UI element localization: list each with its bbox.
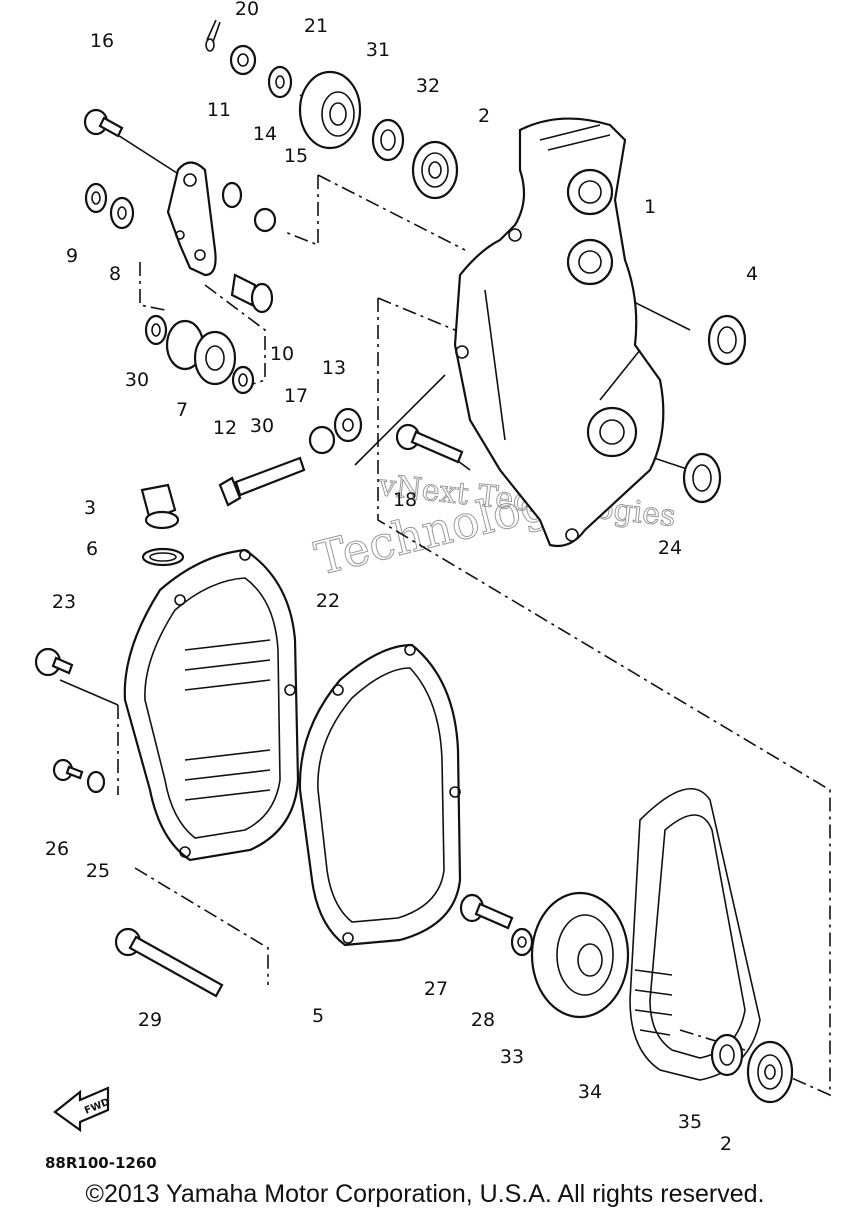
part-label: 28 xyxy=(471,1009,495,1031)
part-label: 23 xyxy=(52,591,76,613)
part-label: 9 xyxy=(66,245,78,267)
part-33-sprocket xyxy=(530,891,630,1019)
part-label: 15 xyxy=(284,145,308,167)
part-14-collar xyxy=(221,181,243,209)
part-28-washer xyxy=(510,927,534,957)
part-29-bolt xyxy=(114,927,224,998)
cotter-pin xyxy=(205,19,221,52)
part-24-oil-seal xyxy=(682,452,722,504)
part-label: 32 xyxy=(416,75,440,97)
part-13-washer xyxy=(333,407,363,443)
part-label: 26 xyxy=(45,838,69,860)
part-label: 5 xyxy=(312,1005,324,1027)
exploded-parts-diagram: vNext Technologies Technologies xyxy=(34,0,831,1170)
part-16-bolt xyxy=(83,108,124,138)
part-label: 2 xyxy=(720,1133,732,1155)
part-label: 18 xyxy=(393,489,417,511)
part-26-bolt xyxy=(52,758,84,782)
part-15-nut xyxy=(253,207,277,233)
part-label: 3 xyxy=(84,497,96,519)
part-23-bolt xyxy=(34,647,74,677)
part-12-bolt xyxy=(218,456,306,507)
part-34-chain xyxy=(629,788,761,1081)
part-label: 35 xyxy=(678,1111,702,1133)
part-label: 6 xyxy=(86,538,98,560)
part-1-main-case xyxy=(453,117,665,548)
part-35-collar xyxy=(710,1033,744,1077)
part-31-sprocket xyxy=(298,70,362,150)
part-label: 33 xyxy=(500,1046,524,1068)
part-label: 22 xyxy=(316,590,340,612)
part-label: 20 xyxy=(235,0,259,20)
part-17-nut xyxy=(308,425,336,455)
part-label: 2 xyxy=(478,105,490,127)
part-9-washer xyxy=(84,182,108,214)
part-label: 11 xyxy=(207,99,231,121)
part-label: 24 xyxy=(658,537,682,559)
part-25-washer xyxy=(86,770,106,794)
assembly-guide-lines xyxy=(117,174,831,1097)
fwd-arrow-icon: FWD xyxy=(53,1086,111,1133)
part-20-nut xyxy=(229,44,257,76)
part-label: 21 xyxy=(304,15,328,37)
part-label: 7 xyxy=(176,399,188,421)
part-label: 10 xyxy=(270,343,294,365)
part-label: 8 xyxy=(109,263,121,285)
part-label: 17 xyxy=(284,385,308,407)
part-label: 34 xyxy=(578,1081,602,1103)
part-label: 16 xyxy=(90,30,114,52)
part-30-washer xyxy=(144,314,168,346)
part-2-bearing xyxy=(746,1040,794,1104)
part-label: 12 xyxy=(213,417,237,439)
part-number-labels: 20 21 31 32 2 16 11 14 15 1 9 8 4 10 30 … xyxy=(45,0,758,1155)
part-label: 30 xyxy=(125,369,149,391)
part-label: 1 xyxy=(644,196,656,218)
part-label: 31 xyxy=(366,39,390,61)
part-label: 29 xyxy=(138,1009,162,1031)
part-label: 14 xyxy=(253,123,277,145)
part-7-bearing xyxy=(165,319,237,386)
part-6-o-ring xyxy=(141,547,185,567)
part-30-washer xyxy=(231,365,255,395)
part-label: 13 xyxy=(322,357,346,379)
part-21-washer xyxy=(267,65,293,99)
part-label: 27 xyxy=(424,978,448,1000)
part-label: 25 xyxy=(86,860,110,882)
part-label: 4 xyxy=(746,263,758,285)
part-11-bracket xyxy=(166,161,217,277)
part-27-bolt xyxy=(459,893,514,930)
part-4-oil-seal xyxy=(707,314,747,366)
part-5-gasket xyxy=(298,643,462,947)
part-22-chaincase-cover xyxy=(123,548,300,862)
part-10-pin xyxy=(230,273,274,314)
part-2-bearing xyxy=(411,140,459,200)
part-18-bolt xyxy=(395,423,464,464)
part-label: 30 xyxy=(250,415,274,437)
part-8-washer xyxy=(109,196,135,230)
copyright-notice: ©2013 Yamaha Motor Corporation, U.S.A. A… xyxy=(85,1180,765,1208)
part-3-plug xyxy=(140,483,180,530)
part-32-collar xyxy=(371,118,405,162)
drawing-code: 88R100-1260 xyxy=(45,1154,157,1170)
